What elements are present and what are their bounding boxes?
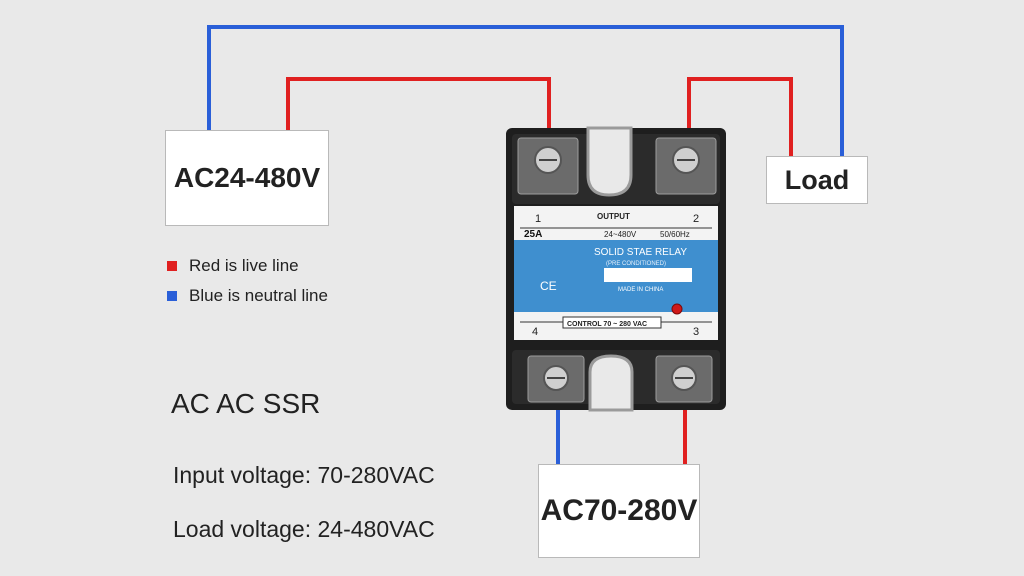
relay-terminal-4: 4 [532, 326, 538, 338]
solid-state-relay: 1 2 OUTPUT 25A 24~480V 50/60Hz SOLID STA… [506, 126, 726, 412]
relay-terminal-3: 3 [693, 326, 699, 338]
ce-mark: CE [540, 279, 557, 293]
relay-output-label: OUTPUT [597, 212, 630, 221]
legend-red: Red is live line [167, 256, 299, 276]
control-voltage-label: AC70-280V [540, 494, 698, 527]
load-voltage-text: Load voltage: 24-480VAC [173, 516, 435, 542]
supply-voltage-box: AC24-480V [165, 130, 329, 226]
legend-blue-label: Blue is neutral line [189, 286, 328, 305]
input-voltage-text: Input voltage: 70-280VAC [173, 462, 435, 488]
relay-terminal-1: 1 [535, 213, 541, 225]
live-wire-supply [286, 77, 551, 158]
control-voltage-box: AC70-280V [538, 464, 700, 558]
relay-terminal-2: 2 [693, 213, 699, 225]
neutral-wire-top [207, 25, 844, 158]
supply-voltage-label: AC24-480V [173, 162, 321, 193]
relay-output-voltage: 24~480V [604, 230, 637, 239]
relay-current-rating: 25A [524, 229, 542, 240]
live-wire-load [687, 77, 793, 158]
relay-made-in: MADE IN CHINA [618, 287, 663, 293]
ssr-type-title: AC AC SSR [171, 388, 321, 419]
relay-title: SOLID STAE RELAY [594, 247, 687, 258]
status-led-icon [671, 303, 683, 315]
load-box: Load [766, 156, 868, 204]
legend-red-label: Red is live line [189, 256, 299, 275]
relay-frequency: 50/60Hz [660, 230, 690, 239]
relay-control-label: CONTROL 70 ~ 280 VAC [567, 321, 647, 328]
load-label: Load [784, 164, 850, 195]
blue-square-icon [167, 291, 177, 301]
red-square-icon [167, 261, 177, 271]
legend-blue: Blue is neutral line [167, 286, 328, 306]
relay-subtitle: (PRE CONDITIONED) [606, 261, 666, 267]
